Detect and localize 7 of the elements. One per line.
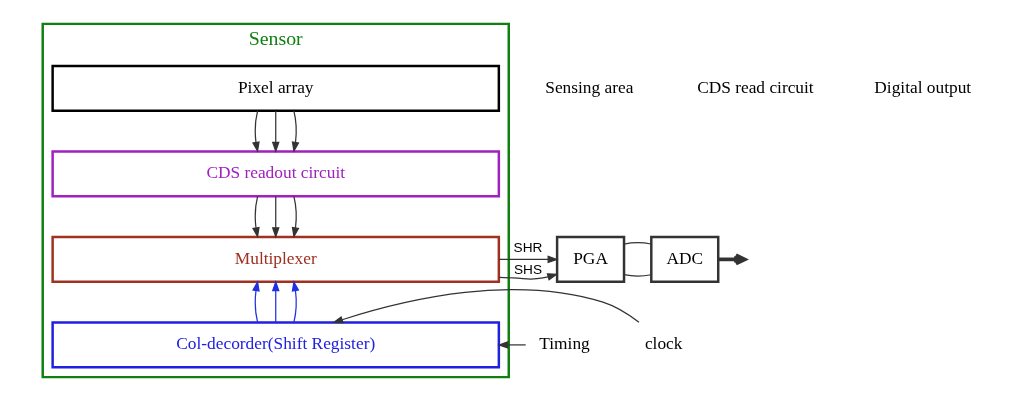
edge-label: SHR xyxy=(513,239,543,255)
label: Digital output xyxy=(874,77,972,97)
node-text: clock xyxy=(644,333,683,353)
node-text: Timing xyxy=(539,333,590,353)
label: CDS read circuit xyxy=(697,77,814,97)
edge-label: SHS xyxy=(513,261,542,277)
label: Sensing area xyxy=(545,77,634,97)
